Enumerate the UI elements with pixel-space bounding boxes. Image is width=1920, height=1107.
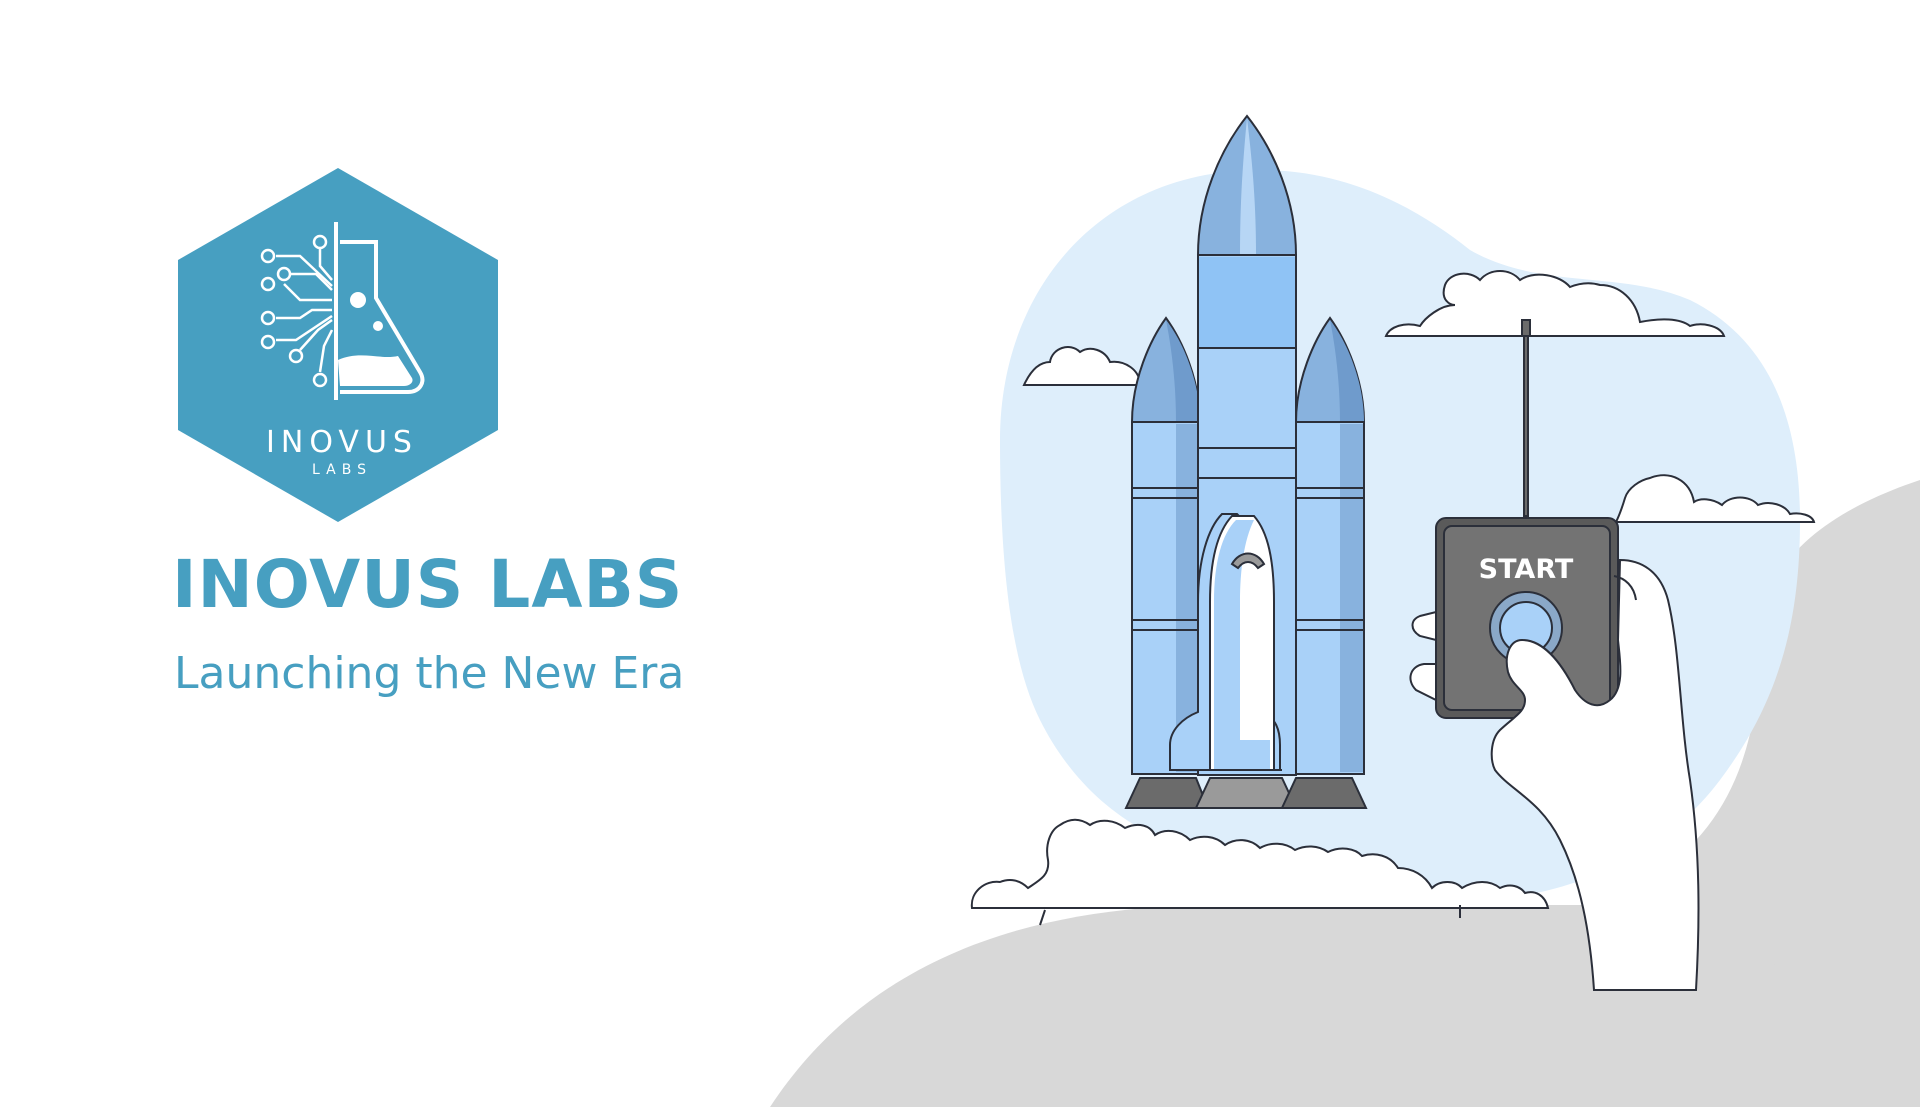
brand-logo: INOVUS LABS bbox=[178, 168, 498, 522]
flask-icon bbox=[334, 222, 425, 400]
booster-left bbox=[1130, 316, 1202, 775]
launch-smoke bbox=[970, 818, 1550, 926]
shuttle bbox=[1169, 512, 1282, 772]
brand-tagline: Launching the New Era bbox=[174, 648, 685, 699]
circuit-icon bbox=[260, 234, 334, 388]
cloud-left bbox=[1022, 346, 1142, 386]
center-nozzle bbox=[1194, 777, 1298, 809]
start-label: START bbox=[1479, 554, 1574, 585]
logo-wordmark: INOVUS bbox=[266, 425, 418, 460]
brand-title: INOVUS LABS bbox=[172, 546, 684, 623]
booster-right bbox=[1294, 316, 1366, 775]
right-nozzle bbox=[1280, 777, 1368, 809]
cloud-top-right bbox=[1384, 270, 1726, 337]
cloud-mid-right bbox=[1614, 474, 1816, 523]
logo-subtext: LABS bbox=[312, 462, 372, 478]
left-nozzle bbox=[1124, 777, 1210, 809]
gray-hill-left bbox=[770, 905, 1830, 1107]
hand-remote bbox=[1409, 319, 1700, 991]
